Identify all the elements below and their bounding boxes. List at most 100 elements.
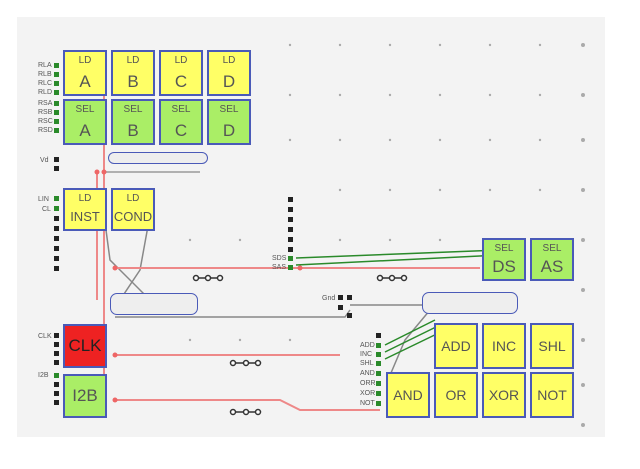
pin-gnd-4 xyxy=(347,313,352,318)
or-label: OR xyxy=(445,387,467,403)
load-cond-big-label: COND xyxy=(113,209,153,224)
label-xor: XOR xyxy=(360,390,376,397)
pin-shl xyxy=(376,361,381,366)
add-button[interactable]: ADD xyxy=(434,323,478,369)
label-sds: SDS xyxy=(272,255,287,262)
pin-inst-3 xyxy=(54,216,59,221)
pin-add xyxy=(376,343,381,348)
pin-gnd-1 xyxy=(338,295,343,300)
load-a-button[interactable]: LD A xyxy=(63,50,107,96)
pin-mid-5 xyxy=(288,237,293,242)
pin-rsb xyxy=(54,110,59,115)
label-gnd: Gnd xyxy=(322,295,336,302)
pin-cl xyxy=(54,206,59,211)
pin-inst-5 xyxy=(54,236,59,241)
and-button[interactable]: AND xyxy=(386,372,430,418)
select-c-button[interactable]: SEL C xyxy=(159,99,203,145)
pin-orr xyxy=(376,381,381,386)
resistor-3 xyxy=(229,359,262,367)
pin-mid-4 xyxy=(288,227,293,232)
select-as-small-label: SEL xyxy=(542,243,562,254)
select-b-small-label: SEL xyxy=(123,104,143,115)
label-inc: INC xyxy=(360,351,373,358)
and-label: AND xyxy=(393,387,423,403)
pin-gnd-2 xyxy=(347,295,352,300)
add-label: ADD xyxy=(441,338,471,354)
load-cond-button[interactable]: LD COND xyxy=(111,188,155,231)
select-a-small-label: SEL xyxy=(75,104,95,115)
header-strip-alu xyxy=(422,292,518,314)
select-ds-small-label: SEL xyxy=(494,243,514,254)
load-c-big-label: C xyxy=(174,72,188,91)
pin-i2b-3 xyxy=(54,391,59,396)
label-rld: RLD xyxy=(38,89,53,96)
load-inst-small-label: LD xyxy=(78,193,92,204)
pin-clk-2 xyxy=(54,342,59,347)
label-shl: SHL xyxy=(360,360,374,367)
select-as-big-label: AS xyxy=(540,257,564,276)
select-b-button[interactable]: SEL B xyxy=(111,99,155,145)
pin-clk-4 xyxy=(54,360,59,365)
pin-rsa xyxy=(54,101,59,106)
xor-label: XOR xyxy=(488,387,520,403)
load-a-big-label: A xyxy=(79,72,91,91)
xor-button[interactable]: XOR xyxy=(482,372,526,418)
label-lin: LIN xyxy=(38,196,49,203)
label-clk: CLK xyxy=(38,333,52,340)
shl-button[interactable]: SHL xyxy=(530,323,574,369)
pin-alu-0 xyxy=(376,333,381,338)
load-inst-button[interactable]: LD INST xyxy=(63,188,107,231)
i2b-big-label: I2B xyxy=(72,386,98,405)
resistor-1 xyxy=(192,274,224,282)
load-a-small-label: LD xyxy=(78,55,92,66)
pin-gnd-3 xyxy=(338,305,343,310)
select-a-button[interactable]: SEL A xyxy=(63,99,107,145)
load-c-button[interactable]: LD C xyxy=(159,50,203,96)
inc-button[interactable]: INC xyxy=(482,323,526,369)
load-d-big-label: D xyxy=(222,72,236,91)
load-d-button[interactable]: LD D xyxy=(207,50,251,96)
select-d-big-label: D xyxy=(222,121,236,140)
i2b-button[interactable]: I2B xyxy=(63,374,107,418)
label-not: NOT xyxy=(360,400,375,407)
resistor-4 xyxy=(229,408,262,416)
header-strip-memory xyxy=(108,152,208,164)
label-rsb: RSB xyxy=(38,109,53,116)
pin-rla xyxy=(54,63,59,68)
select-ds-button[interactable]: SEL DS xyxy=(482,238,526,281)
select-b-big-label: B xyxy=(127,121,139,140)
pin-vd-2 xyxy=(54,166,59,171)
select-d-button[interactable]: SEL D xyxy=(207,99,251,145)
load-b-button[interactable]: LD B xyxy=(111,50,155,96)
load-inst-big-label: INST xyxy=(70,209,100,224)
label-i2b: I2B xyxy=(38,372,49,379)
not-button[interactable]: NOT xyxy=(530,372,574,418)
pin-sas xyxy=(288,265,293,270)
pin-i2b-4 xyxy=(54,400,59,405)
pin-i2b xyxy=(54,373,59,378)
label-rsd: RSD xyxy=(38,127,53,134)
load-c-small-label: LD xyxy=(174,55,188,66)
select-as-button[interactable]: SEL AS xyxy=(530,238,574,281)
pin-clk-3 xyxy=(54,351,59,356)
label-rsa: RSA xyxy=(38,100,53,107)
pin-mid-3 xyxy=(288,217,293,222)
label-cl: CL xyxy=(42,206,51,213)
load-b-big-label: B xyxy=(127,72,139,91)
label-rlc: RLC xyxy=(38,80,53,87)
pin-inst-4 xyxy=(54,226,59,231)
clock-button[interactable]: CLK xyxy=(63,324,107,368)
pin-inst-6 xyxy=(54,246,59,251)
clock-label: CLK xyxy=(68,336,102,355)
pin-and xyxy=(376,371,381,376)
load-d-small-label: LD xyxy=(222,55,236,66)
pin-mid-1 xyxy=(288,197,293,202)
or-button[interactable]: OR xyxy=(434,372,478,418)
not-label: NOT xyxy=(537,387,567,403)
label-and: AND xyxy=(360,370,375,377)
inc-label: INC xyxy=(491,338,517,354)
pin-mid-2 xyxy=(288,207,293,212)
pin-rsd xyxy=(54,128,59,133)
label-vd: Vd xyxy=(40,157,49,164)
pin-sds xyxy=(288,256,293,261)
